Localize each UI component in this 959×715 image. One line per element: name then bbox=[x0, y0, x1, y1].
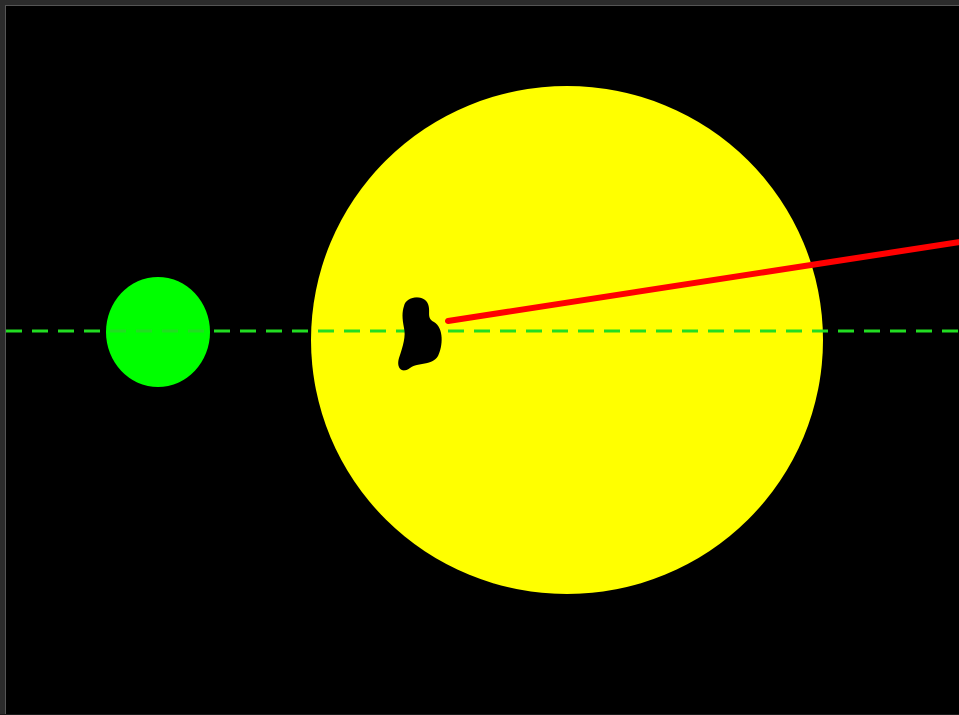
scene-svg bbox=[6, 86, 959, 594]
green-disc[interactable] bbox=[106, 277, 210, 387]
red-aim-line[interactable] bbox=[445, 239, 959, 324]
black-blob bbox=[398, 297, 442, 371]
game-canvas[interactable] bbox=[5, 5, 959, 714]
yellow-disc bbox=[311, 86, 823, 594]
